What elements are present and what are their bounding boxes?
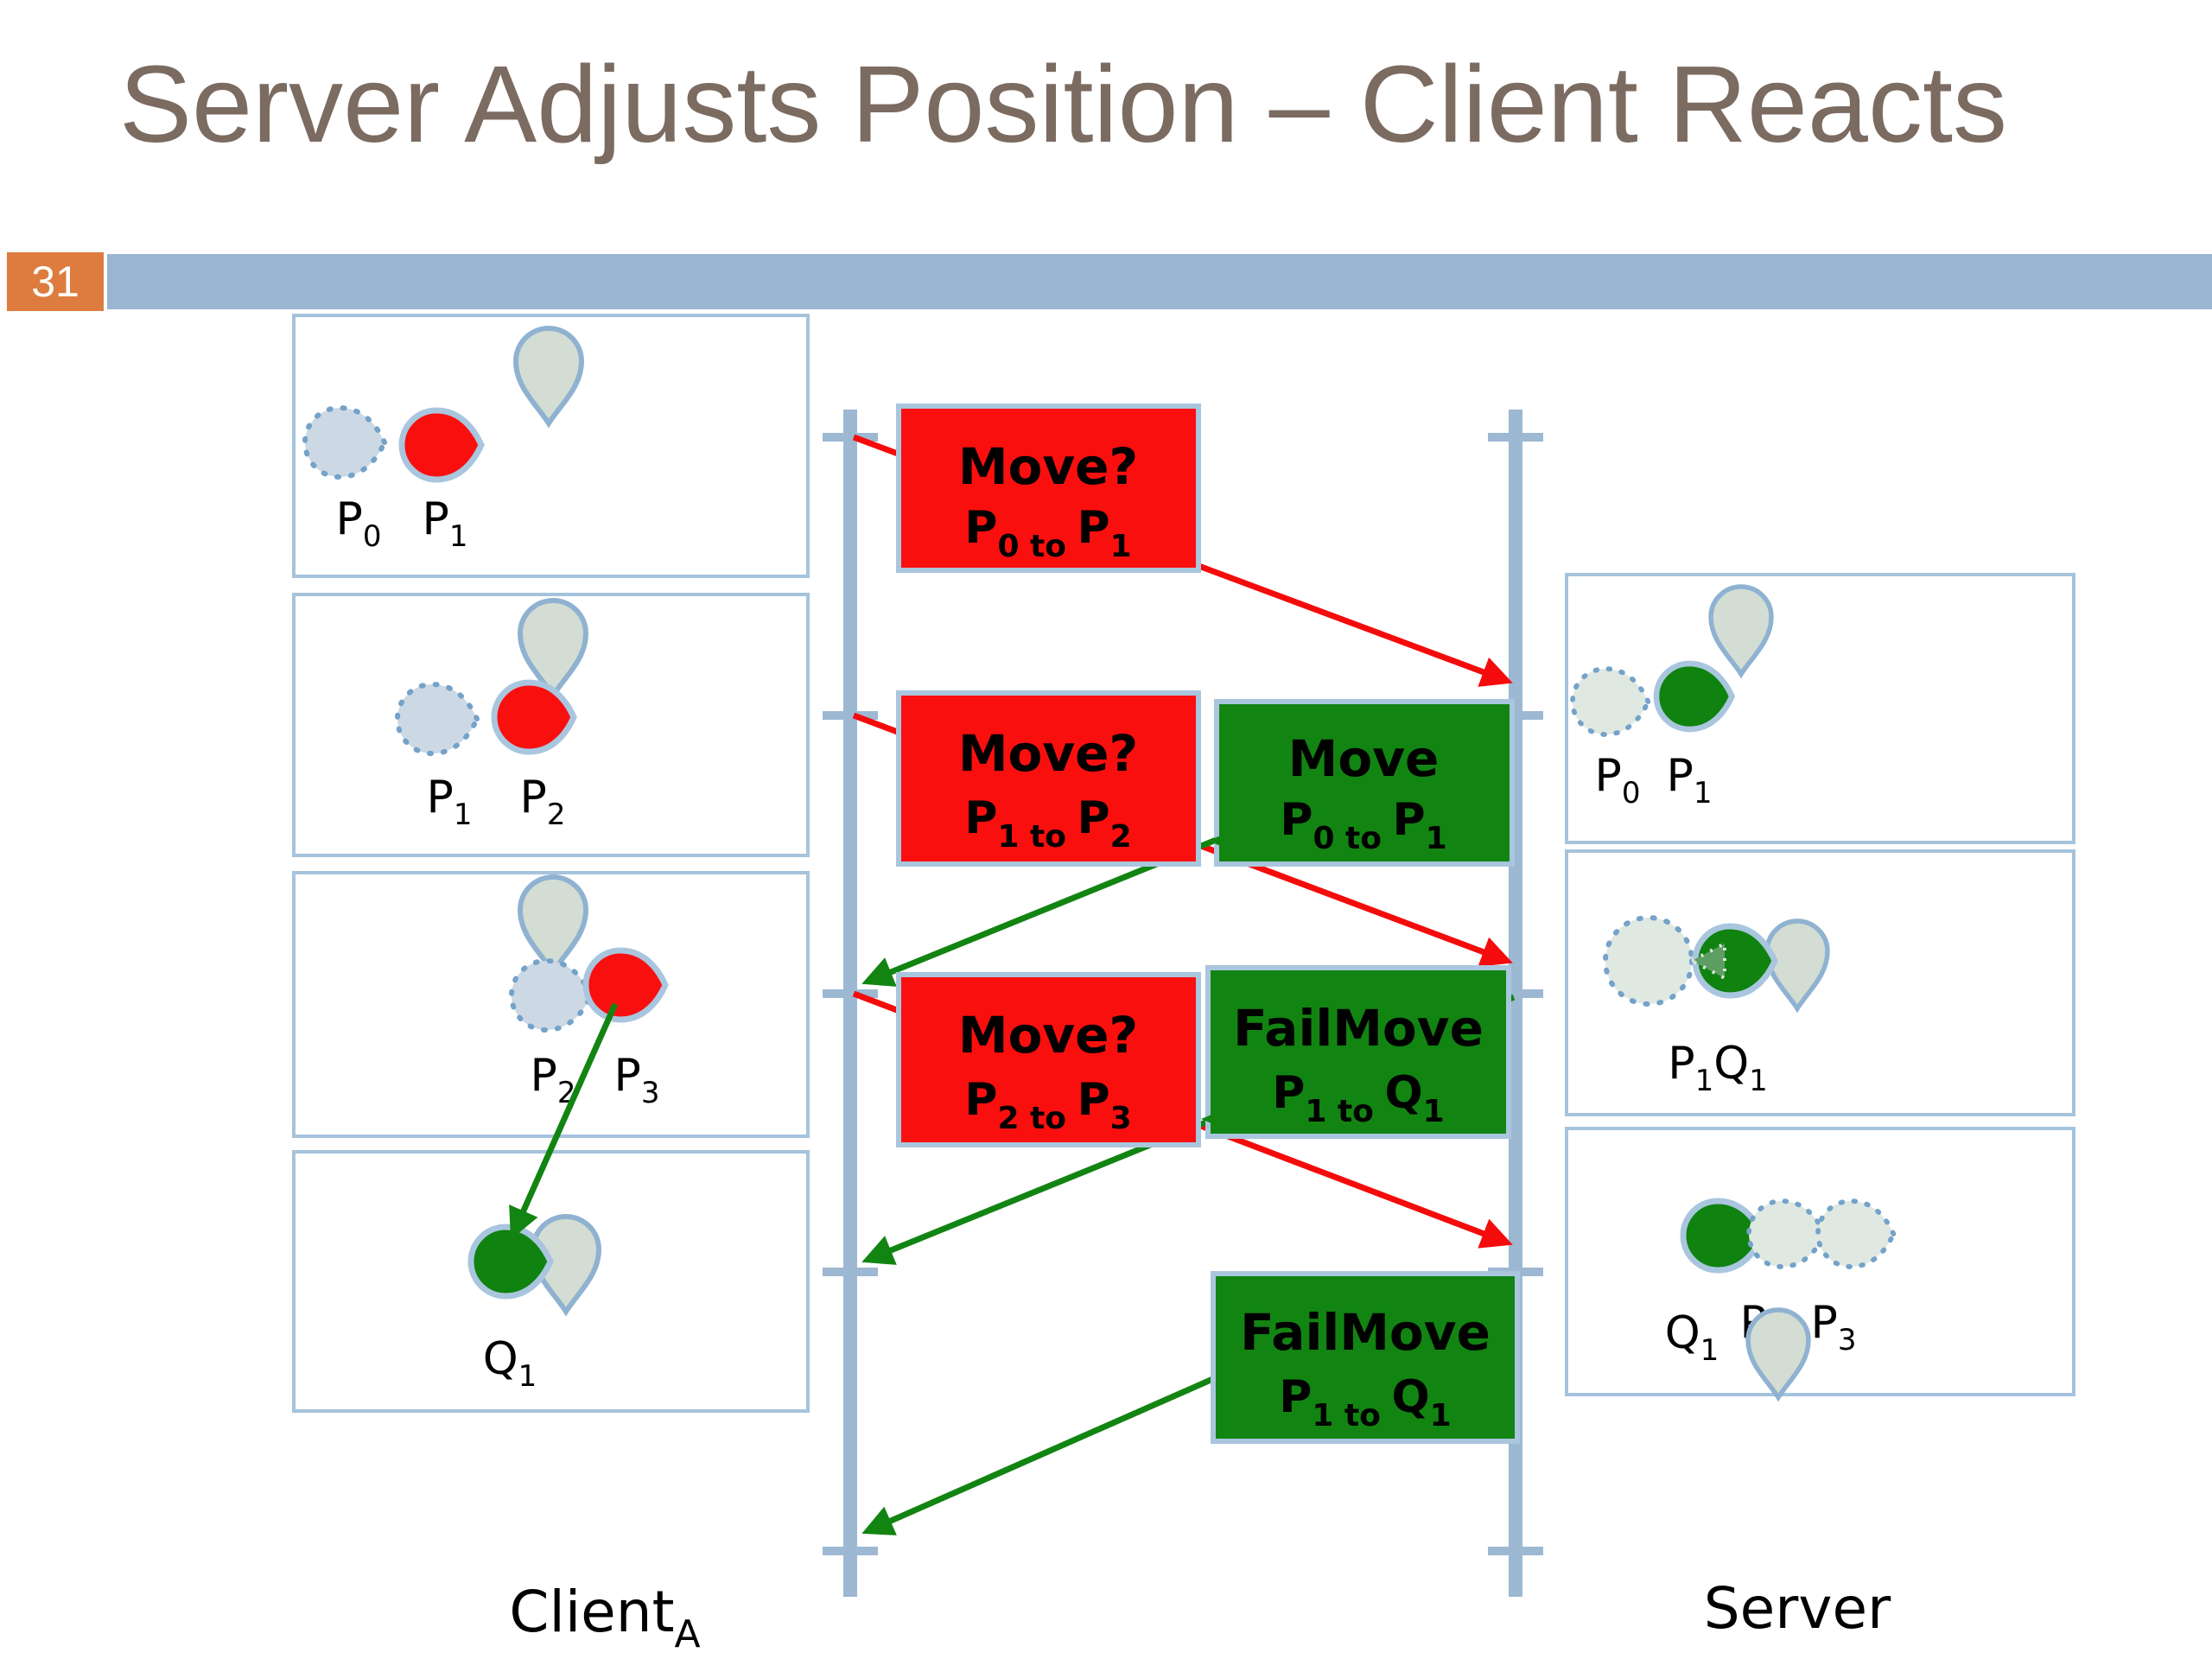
pin-label: P1Q1	[1668, 1038, 1768, 1098]
client-snapshot-4: Q1	[292, 1150, 810, 1413]
server-snapshot-3-box	[1565, 1127, 2075, 1396]
response-midline-arrowhead-2	[1201, 1107, 1230, 1131]
client-lifeline	[823, 410, 878, 1597]
message-line1: Move	[1288, 729, 1440, 788]
slide-number-badge: 31	[7, 252, 104, 311]
client-lifeline-label: ClientA	[509, 1579, 700, 1656]
message-line1: Move?	[958, 1006, 1138, 1065]
message-line2: P1 to Q1	[1272, 1067, 1444, 1129]
pin-label: P1	[1667, 750, 1713, 810]
client-tick-2	[823, 711, 878, 720]
client-tick-1	[823, 433, 878, 442]
message-line2: P1 to P2	[964, 792, 1131, 855]
pin-label: P1	[427, 772, 473, 832]
server-tick-2	[1488, 711, 1543, 720]
pin-label: Q1	[1665, 1307, 1719, 1368]
message-line1: FailMove	[1240, 1303, 1491, 1362]
client-timeline	[843, 410, 857, 1597]
request-box-move-p1-p2: Move? P1 to P2	[896, 690, 1201, 867]
response-midline-arrowhead-1	[1208, 829, 1237, 853]
pin-label: P3	[1811, 1297, 1857, 1357]
server-snapshot-3: Q1 P2 P3	[1565, 1127, 2075, 1397]
request-box-move-p2-p3: Move? P2 to P3	[896, 972, 1201, 1147]
message-line1: Move?	[958, 724, 1138, 783]
message-line2: P0 to P1	[964, 502, 1131, 564]
message-line1: FailMove	[1233, 999, 1484, 1058]
slide-number: 31	[31, 257, 79, 306]
message-line2: P0 to P1	[1280, 794, 1446, 856]
client-tick-3	[823, 989, 878, 998]
client-snapshot-2: P1 P2	[292, 593, 810, 857]
client-snapshot-3: P2 P3	[292, 871, 810, 1138]
header-bar	[107, 254, 2212, 309]
client-snapshot-1: P0 P1	[292, 314, 810, 578]
server-tick-3	[1488, 989, 1543, 998]
response-box-failmove-p1-q1-late: FailMove P1 to Q1	[1211, 1271, 1520, 1444]
previous-position-circle-icon	[1603, 915, 1694, 1007]
client-adjust-arrow	[509, 1002, 619, 1240]
response-box-failmove-p1-q1: FailMove P1 to Q1	[1205, 965, 1511, 1139]
slide-title: Server Adjusts Position – Client Reacts	[119, 43, 2008, 165]
server-tick-5	[1488, 1547, 1543, 1555]
request-box-move-p0-p1: Move? P0 to P1	[896, 404, 1201, 573]
pin-label: P3	[614, 1050, 660, 1110]
pin-label: P0	[1595, 750, 1641, 810]
adjustment-inner-arrow-icon	[1688, 940, 1726, 982]
pin-label: P1	[423, 493, 468, 554]
pin-label: Q1	[483, 1333, 537, 1394]
server-lifeline-label: Server	[1704, 1575, 1891, 1642]
response-box-move-p0-p1: Move P0 to P1	[1214, 699, 1515, 867]
client-tick-5	[823, 1547, 878, 1555]
client-tick-4	[823, 1268, 878, 1276]
response-arrow-3	[861, 1374, 1218, 1535]
pin-label: P2	[520, 772, 566, 832]
message-line1: Move?	[958, 437, 1138, 496]
server-snapshot-1-box	[1565, 573, 2075, 844]
message-line2: P2 to P3	[964, 1074, 1131, 1136]
pin-label: P0	[336, 493, 382, 554]
server-snapshot-1: P0 P1	[1565, 573, 2075, 844]
message-line2: P1 to Q1	[1279, 1371, 1451, 1433]
server-snapshot-2: P1Q1	[1565, 849, 2075, 1116]
server-tick-1	[1488, 433, 1543, 442]
